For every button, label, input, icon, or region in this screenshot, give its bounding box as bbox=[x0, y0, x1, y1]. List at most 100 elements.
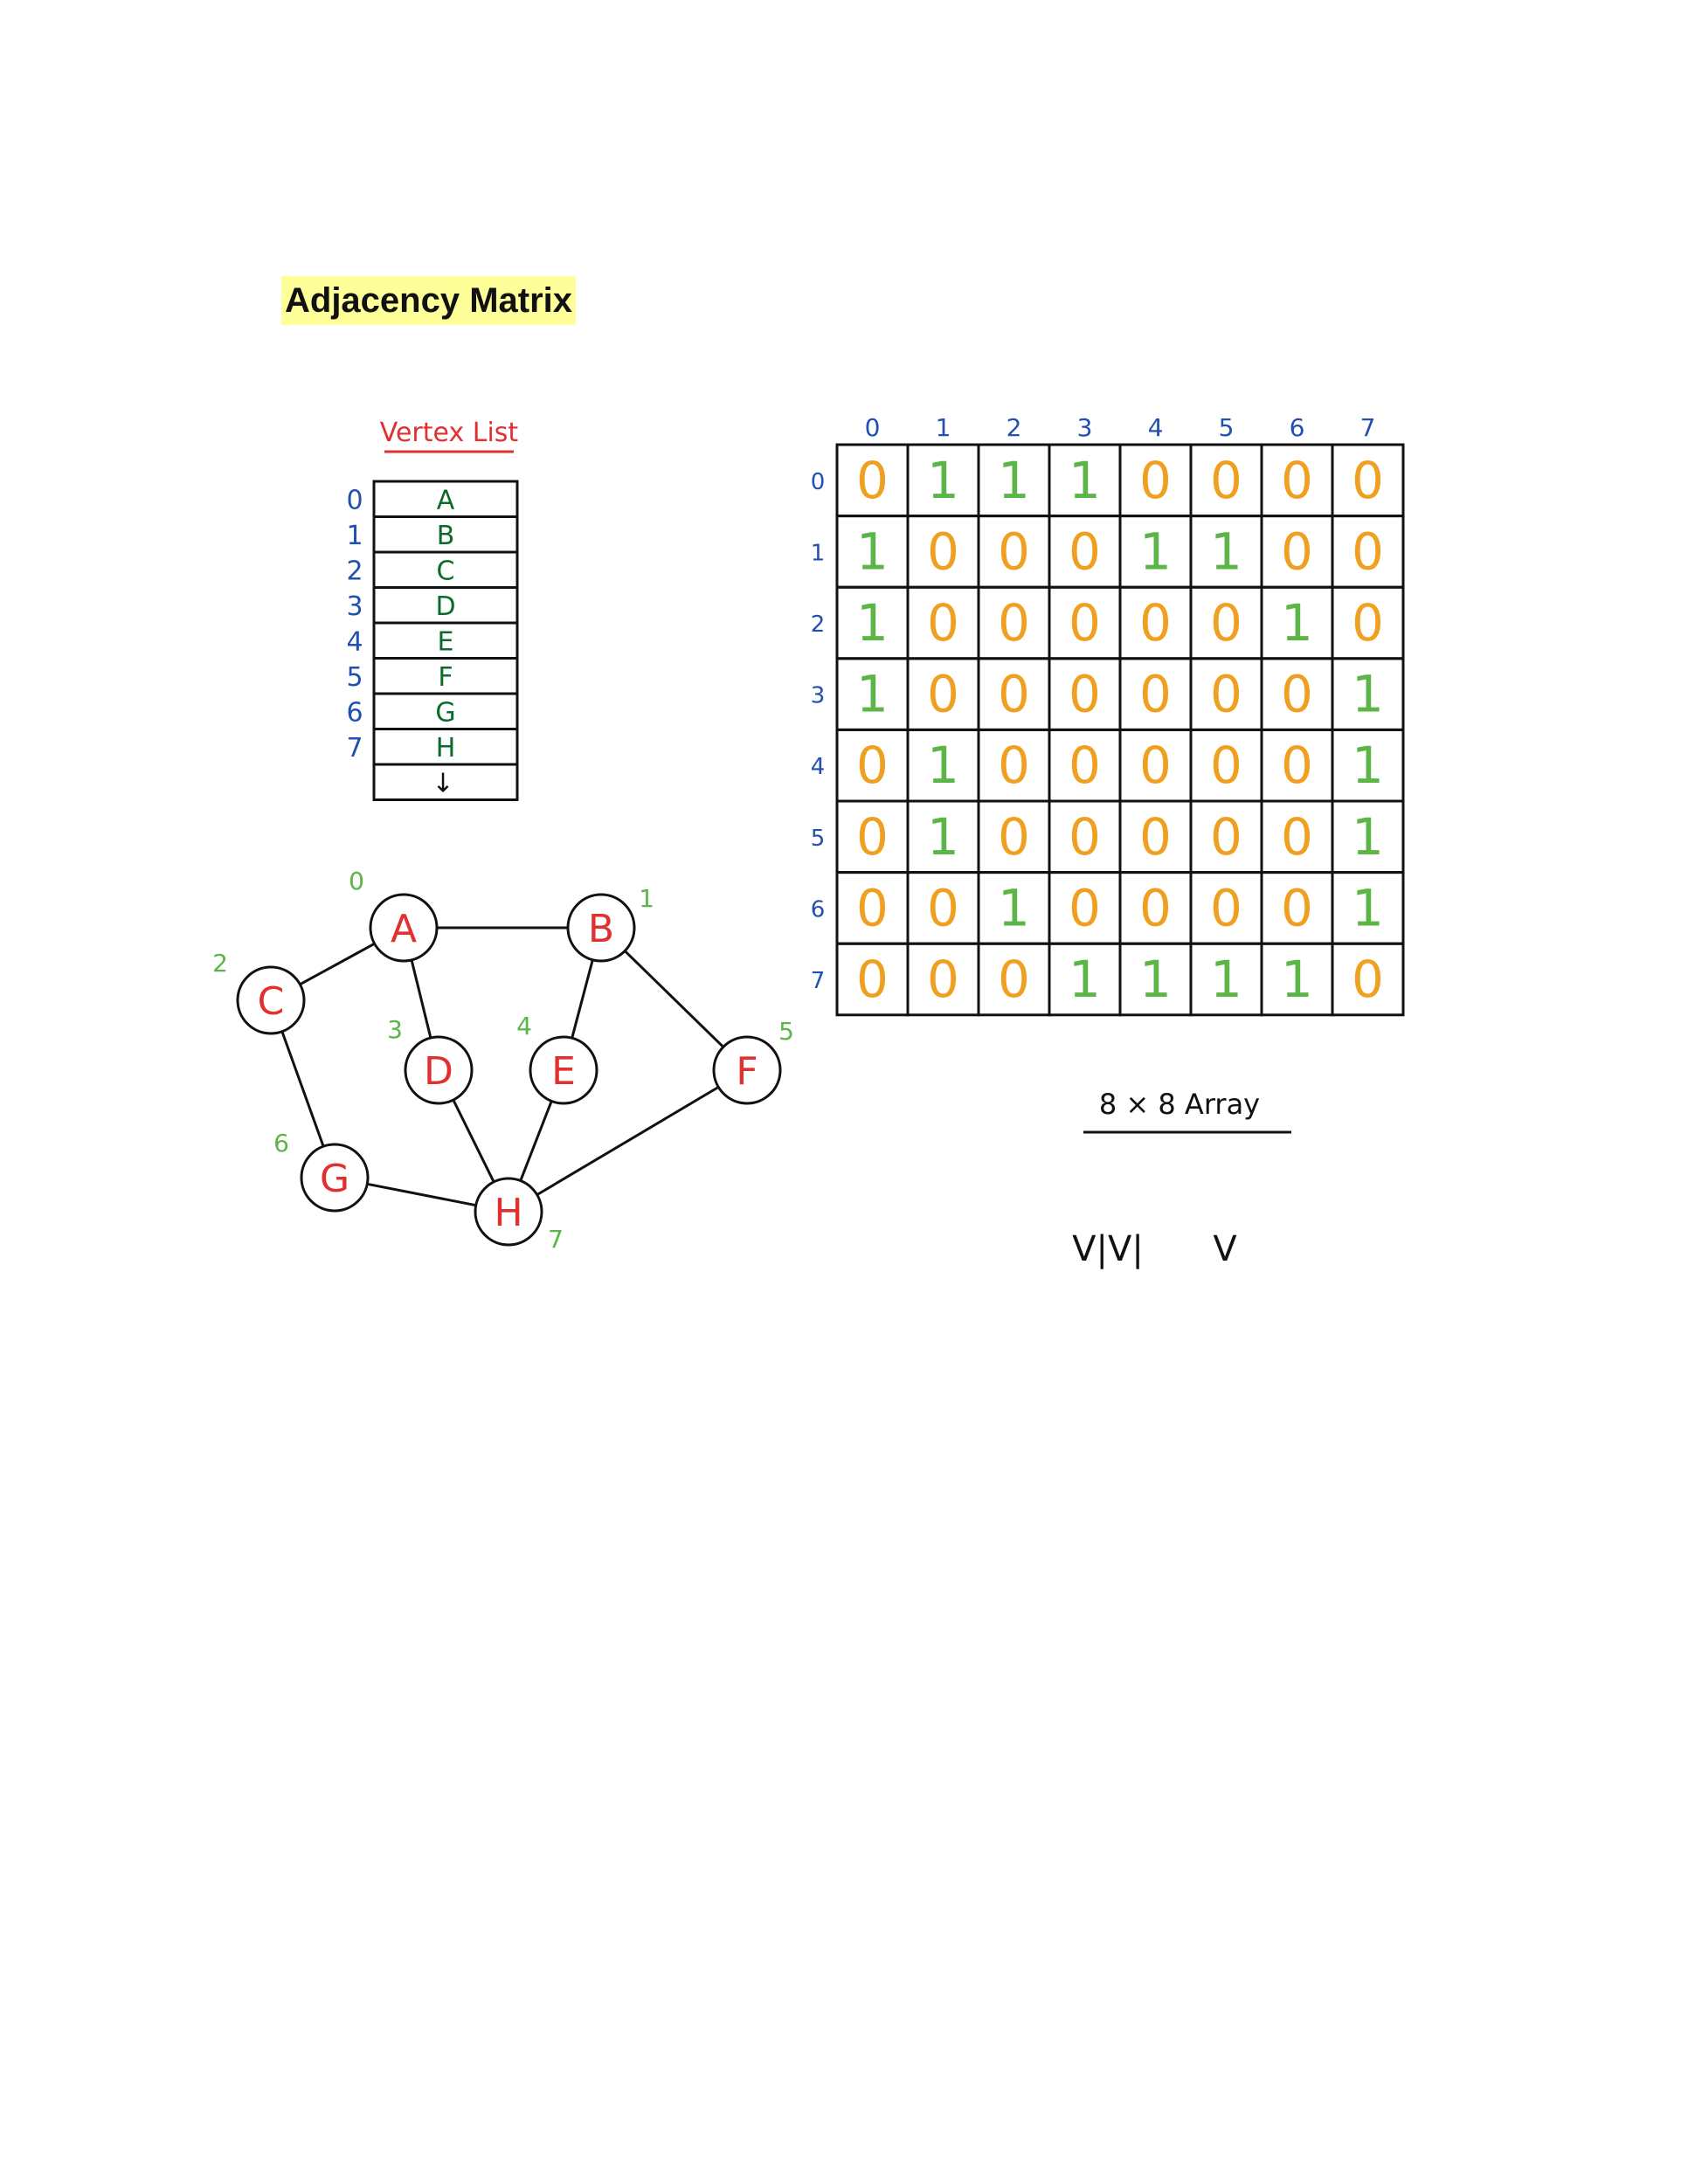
matrix-cell-value: 0 bbox=[856, 736, 889, 795]
node-index: 6 bbox=[273, 1129, 289, 1158]
vertex-list-index: 6 bbox=[346, 697, 363, 728]
matrix-cell-value: 0 bbox=[1210, 593, 1242, 653]
matrix-cell-value: 0 bbox=[856, 950, 889, 1009]
matrix-cell-value: 0 bbox=[1281, 736, 1313, 795]
vertex-list-label: C bbox=[437, 556, 455, 586]
matrix-cell-value: 0 bbox=[1069, 665, 1101, 724]
edge-E-H bbox=[519, 1100, 553, 1182]
matrix-cell-value: 0 bbox=[1069, 807, 1101, 867]
matrix-cell-value: 0 bbox=[1069, 736, 1101, 795]
complexity-note-v: V bbox=[1213, 1229, 1237, 1269]
edge-F-H bbox=[536, 1086, 720, 1196]
node-label: F bbox=[736, 1049, 758, 1094]
matrix-cell-value: 0 bbox=[1352, 950, 1384, 1009]
vertex-list-end-cell bbox=[372, 763, 519, 801]
matrix-cell-value: 0 bbox=[998, 736, 1030, 795]
edge-A-C bbox=[299, 942, 376, 986]
matrix-cell-value: 1 bbox=[927, 451, 959, 510]
node-index: 1 bbox=[639, 884, 654, 913]
matrix-col-header: 3 bbox=[1077, 413, 1093, 442]
node-circle bbox=[474, 1177, 543, 1247]
matrix-cell-value: 0 bbox=[1281, 878, 1313, 937]
matrix-row-header: 1 bbox=[811, 540, 826, 566]
matrix-cell-value: 0 bbox=[998, 522, 1030, 581]
matrix-row-header: 3 bbox=[811, 683, 826, 709]
matrix-cell-value: 0 bbox=[1069, 878, 1101, 937]
matrix-cell-value: 0 bbox=[1069, 522, 1101, 581]
matrix-cell-value: 1 bbox=[927, 736, 959, 795]
matrix-col-header: 0 bbox=[865, 413, 881, 442]
node-H: H7 bbox=[474, 1177, 564, 1254]
matrix-col-header: 4 bbox=[1148, 413, 1164, 442]
node-index: 2 bbox=[212, 949, 228, 978]
matrix-cell-value: 1 bbox=[927, 807, 959, 867]
node-circle bbox=[236, 965, 306, 1035]
matrix-cell-value: 1 bbox=[1139, 950, 1172, 1009]
node-label: C bbox=[258, 979, 285, 1024]
vertex-list-label: B bbox=[437, 521, 455, 551]
node-D: D3 bbox=[387, 1015, 474, 1105]
array-label: 8 × 8 Array bbox=[1099, 1088, 1260, 1121]
node-circle bbox=[566, 893, 636, 963]
vertex-list-label: A bbox=[437, 485, 455, 515]
vertex-list-label: D bbox=[435, 591, 455, 622]
vertex-list-index: 3 bbox=[346, 591, 363, 622]
matrix-cell-value: 1 bbox=[998, 878, 1030, 937]
matrix-cell-value: 0 bbox=[1281, 451, 1313, 510]
matrix-cell-value: 0 bbox=[1139, 665, 1172, 724]
vertex-list-index: 7 bbox=[346, 733, 363, 764]
matrix-cell-value: 0 bbox=[1139, 878, 1172, 937]
matrix-cell-value: 0 bbox=[1281, 665, 1313, 724]
matrix-cell-value: 0 bbox=[998, 593, 1030, 653]
node-circle bbox=[369, 893, 439, 963]
vertex-list-label: F bbox=[438, 662, 453, 693]
edge-B-E bbox=[571, 959, 594, 1039]
matrix-cell-value: 0 bbox=[1210, 451, 1242, 510]
vertex-list-index: 1 bbox=[346, 521, 363, 551]
down-arrow-icon: ↓ bbox=[432, 768, 453, 798]
matrix-cell-value: 0 bbox=[1139, 451, 1172, 510]
matrix-col-header: 6 bbox=[1290, 413, 1305, 442]
matrix-col-header: 5 bbox=[1219, 413, 1235, 442]
node-index: 5 bbox=[778, 1017, 794, 1046]
node-label: G bbox=[320, 1157, 349, 1201]
matrix-cell-value: 1 bbox=[1352, 807, 1384, 867]
vertex-list-label: G bbox=[435, 697, 455, 728]
vertex-list-index: 5 bbox=[346, 662, 363, 693]
node-index: 4 bbox=[516, 1012, 532, 1040]
edge-G-H bbox=[367, 1182, 476, 1207]
node-B: B1 bbox=[566, 884, 654, 963]
matrix-cell-value: 0 bbox=[1139, 807, 1172, 867]
vertex-list-index: 4 bbox=[346, 626, 363, 657]
node-index: 0 bbox=[349, 867, 364, 895]
page-title: Adjacency Matrix bbox=[281, 276, 577, 325]
matrix-cell-value: 0 bbox=[1352, 522, 1384, 581]
matrix-cell-value: 0 bbox=[1139, 593, 1172, 653]
matrix-cell bbox=[1331, 942, 1405, 1017]
matrix-cell-value: 1 bbox=[1352, 878, 1384, 937]
vertex-list-label: E bbox=[438, 626, 454, 657]
vertex-list-heading: Vertex List bbox=[380, 418, 519, 448]
matrix-cell-value: 1 bbox=[1210, 522, 1242, 581]
matrix-cell-value: 1 bbox=[1139, 522, 1172, 581]
matrix-cell-value: 0 bbox=[927, 593, 959, 653]
matrix-row-header: 2 bbox=[811, 612, 826, 638]
matrix-cell-value: 0 bbox=[1281, 522, 1313, 581]
matrix-cell-value: 1 bbox=[1352, 736, 1384, 795]
edge-C-G bbox=[280, 1031, 325, 1147]
matrix-cell-value: 0 bbox=[998, 807, 1030, 867]
matrix-cell-value: 1 bbox=[1210, 950, 1242, 1009]
node-index: 7 bbox=[548, 1225, 564, 1254]
matrix-col-header: 2 bbox=[1007, 413, 1022, 442]
matrix-cell-value: 1 bbox=[1069, 451, 1101, 510]
matrix-row-header: 4 bbox=[811, 754, 826, 780]
node-E: E4 bbox=[516, 1012, 598, 1105]
matrix-cell-value: 0 bbox=[856, 451, 889, 510]
matrix-row-header: 6 bbox=[811, 896, 826, 923]
matrix-cell-value: 0 bbox=[1281, 807, 1313, 867]
matrix-cell-value: 1 bbox=[1069, 950, 1101, 1009]
edge-D-H bbox=[452, 1099, 495, 1183]
